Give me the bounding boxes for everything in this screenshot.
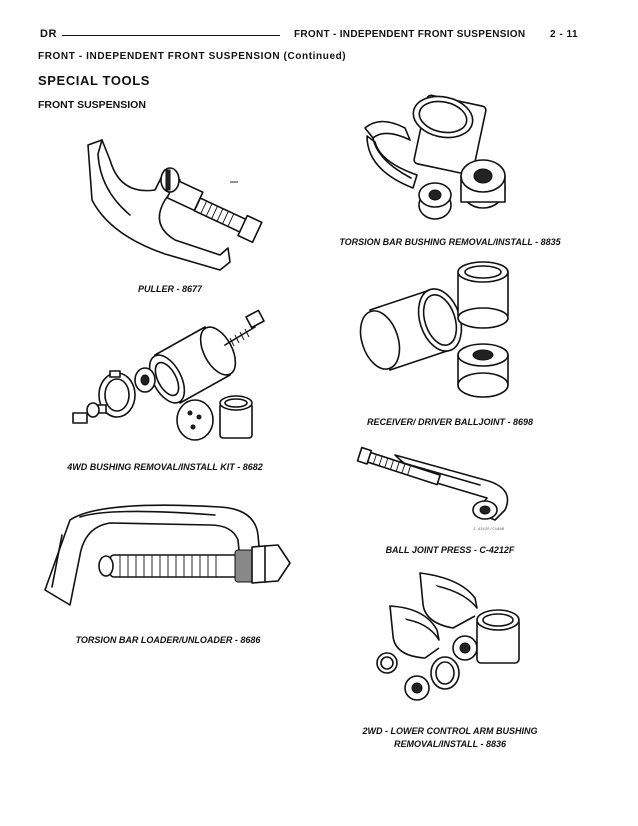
tool-caption: PULLER - 8677 [137, 284, 203, 294]
section-title: SPECIAL TOOLS [38, 73, 151, 88]
control-arm-bushing-icon [376, 572, 520, 701]
receiver-driver-icon [359, 261, 509, 398]
bushing-kit-icon [72, 309, 265, 441]
torsion-bushing-figure [355, 80, 525, 230]
loader-unloader-icon [44, 504, 291, 606]
ball-joint-press-figure: J-4212F/C1986 [355, 440, 535, 535]
puller-icon [87, 139, 263, 271]
receiver-driver-figure [350, 260, 525, 410]
ball-joint-press-icon [356, 446, 509, 521]
subsection-title: FRONT SUSPENSION [38, 99, 146, 111]
tool-caption: RECEIVER/ DRIVER BALLJOINT - 8698 [366, 417, 534, 427]
tool-caption: 4WD BUSHING REMOVAL/INSTALL KIT - 8682 [67, 462, 263, 472]
bushing-kit-figure [65, 305, 275, 455]
figure-code: J-4212F/C1986 [473, 528, 505, 532]
tool-caption: TORSION BAR BUSHING REMOVAL/INSTALL - 88… [339, 237, 561, 247]
tool-caption: 2WD - LOWER CONTROL ARM BUSHING REMOVAL/… [362, 726, 538, 749]
page-number: 2 - 11 [550, 29, 579, 40]
continued-title: FRONT - INDEPENDENT FRONT SUSPENSION (Co… [38, 51, 347, 62]
header-section-code: DR [40, 28, 57, 40]
header-rule [62, 35, 280, 36]
tool-caption: BALL JOINT PRESS - C-4212F [385, 545, 515, 555]
bushing-tool-icon [364, 94, 506, 220]
tool-caption: TORSION BAR LOADER/UNLOADER - 8686 [75, 635, 261, 645]
control-arm-bushing-figure [365, 568, 535, 708]
loader-unloader-figure [40, 495, 300, 615]
puller-figure [70, 130, 270, 280]
header-title: FRONT - INDEPENDENT FRONT SUSPENSION [294, 29, 526, 40]
